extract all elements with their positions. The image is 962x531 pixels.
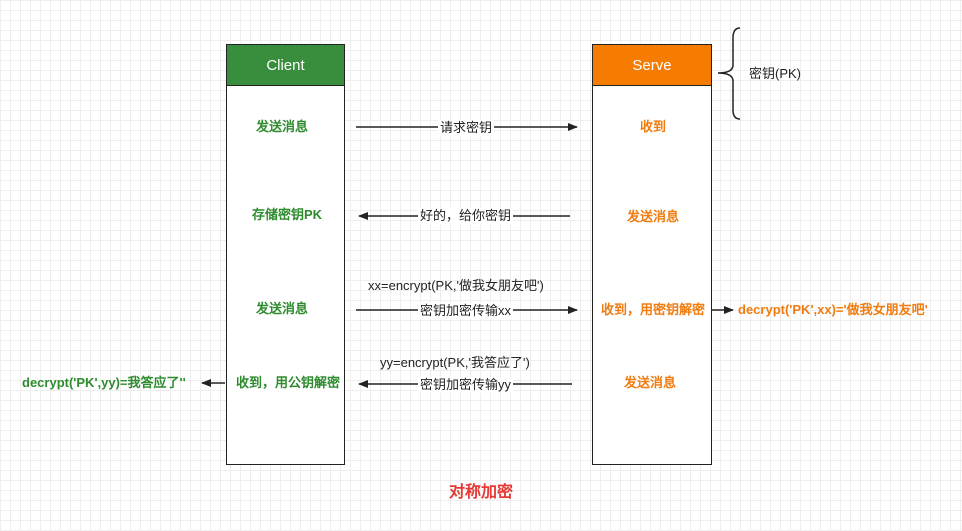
server-step-send-message: 发送消息: [627, 209, 680, 224]
client-lane-header: Client: [227, 45, 344, 86]
server-step-decrypt: 收到，用密钥解密: [601, 302, 706, 317]
server-step-send-message-2: 发送消息: [624, 375, 677, 390]
server-lane: Serve: [592, 44, 712, 465]
client-step-decrypt: 收到，用公钥解密: [236, 375, 341, 390]
client-step-send-message-2: 发送消息: [256, 301, 309, 316]
message-request-key: 请求密钥: [438, 120, 495, 136]
server-lane-title: Serve: [632, 56, 672, 74]
server-lane-header: Serve: [593, 45, 711, 86]
client-step-send-message: 发送消息: [256, 119, 309, 134]
key-brace: [717, 27, 741, 120]
message-encrypt-xx-expression: xx=encrypt(PK,'做我女朋友吧'): [368, 278, 544, 293]
server-decrypt-result: decrypt('PK',xx)='做我女朋友吧': [738, 302, 928, 317]
message-send-yy: 密钥加密传输yy: [418, 377, 514, 393]
message-encrypt-yy-expression: yy=encrypt(PK,'我答应了'): [380, 355, 530, 370]
diagram-title: 对称加密: [448, 484, 513, 501]
client-lane: Client: [226, 44, 345, 465]
message-send-xx: 密钥加密传输xx: [418, 303, 514, 319]
server-step-received: 收到: [640, 119, 667, 134]
message-send-key: 好的，给你密钥: [418, 208, 514, 224]
key-brace-label: 密钥(PK): [749, 66, 802, 81]
client-step-store-key: 存储密钥PK: [252, 207, 323, 222]
client-decrypt-result: decrypt('PK',yy)=我答应了'': [22, 375, 186, 390]
client-lane-title: Client: [266, 56, 305, 74]
